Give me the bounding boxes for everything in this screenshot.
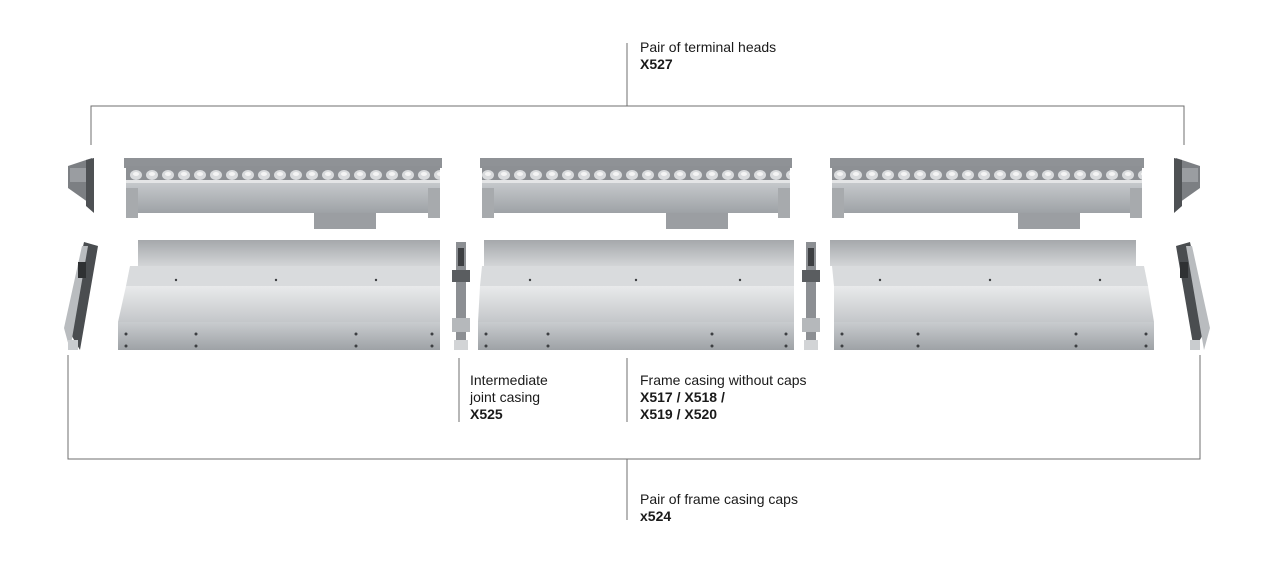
terminal-heads-code: X527 [640, 56, 673, 72]
intermediate-joint-name-line2: joint casing [470, 389, 541, 405]
label-frame-caps: Pair of frame casing caps x524 [640, 491, 798, 525]
frame-casing-code-line1: X517 / X518 / [640, 389, 725, 405]
joint-casing-2 [802, 242, 820, 350]
label-intermediate-joint: Intermediate joint casing X525 [470, 372, 548, 423]
frame-casing-2 [478, 240, 794, 350]
frame-casing-3 [830, 240, 1154, 350]
terminal-head-left [68, 158, 94, 213]
leader-terminal-heads [90, 105, 1185, 145]
terminal-head-right [1174, 158, 1200, 213]
frame-caps-name: Pair of frame casing caps [640, 491, 798, 507]
led-module-1 [124, 158, 442, 229]
leader-frame-caps [67, 355, 1201, 460]
frame-cap-left [64, 242, 98, 350]
label-frame-casing: Frame casing without caps X517 / X518 / … [640, 372, 807, 423]
leader-lines [67, 43, 1201, 520]
intermediate-joint-code: X525 [470, 406, 503, 422]
label-terminal-heads: Pair of terminal heads X527 [640, 39, 776, 73]
joint-casing-1 [452, 242, 470, 350]
frame-casing-1 [118, 240, 440, 350]
frame-cap-right [1176, 242, 1210, 350]
frame-caps-code: x524 [640, 508, 672, 524]
led-module-3 [830, 158, 1144, 229]
frame-casing-code-line2: X519 / X520 [640, 406, 718, 422]
led-module-2 [480, 158, 792, 229]
terminal-heads-name: Pair of terminal heads [640, 39, 777, 55]
frame-casing-name: Frame casing without caps [640, 372, 807, 388]
intermediate-joint-name-line1: Intermediate [470, 372, 548, 388]
